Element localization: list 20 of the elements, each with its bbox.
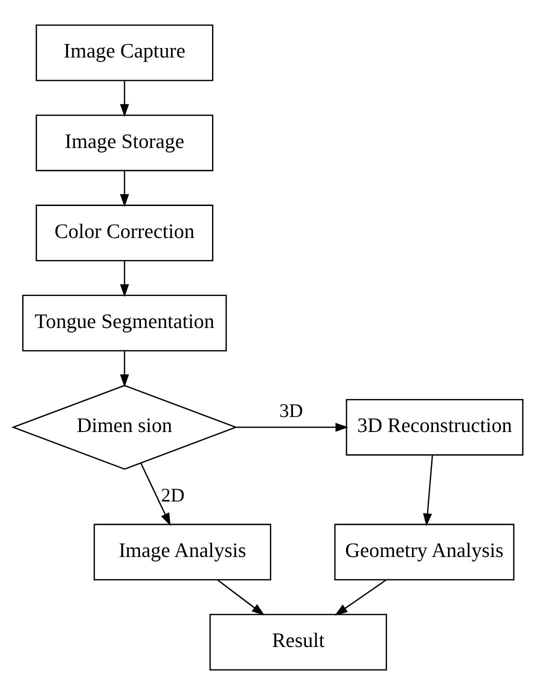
node-box: Image Capture	[36, 24, 214, 82]
arrow	[423, 455, 434, 526]
arrow	[140, 463, 171, 526]
arrow	[120, 260, 130, 298]
arrow	[236, 422, 348, 432]
node-box: Image Analysis	[94, 524, 272, 580]
edge-label: 3D	[279, 400, 303, 422]
node-box: Result	[209, 614, 388, 670]
node-diamond: Dimen sion	[11, 384, 238, 470]
node-box: Color Correction	[36, 204, 214, 262]
node-box: Geometry Analysis	[334, 524, 514, 580]
arrow	[120, 170, 130, 208]
arrow	[217, 580, 265, 616]
node-box: 3D Reconstruction	[346, 398, 524, 456]
node-box: Tongue Segmentation	[22, 294, 227, 352]
arrow	[334, 579, 387, 616]
arrow	[120, 351, 130, 388]
arrow	[120, 80, 130, 117]
edge-label: 2D	[160, 485, 185, 506]
node-box: Image Storage	[36, 114, 214, 172]
